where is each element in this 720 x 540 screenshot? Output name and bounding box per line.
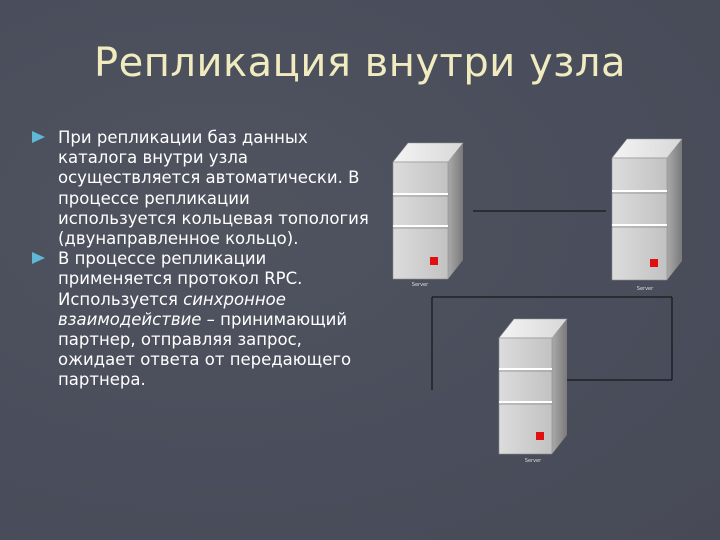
server-3-label: Server <box>525 458 542 464</box>
server-3-icon: Server <box>498 318 568 464</box>
bullet-list: При репликации баз данных каталога внутр… <box>32 128 372 391</box>
bullet-item-2: В процессе репликации применяется проток… <box>32 249 372 390</box>
server-2-status-light <box>650 259 658 267</box>
server-1-status-light <box>430 257 438 265</box>
triangle-bullet-icon <box>32 131 45 143</box>
server-1-icon: Server <box>392 142 464 288</box>
server-2-label: Server <box>637 286 654 292</box>
bullet-text-2b: принимающий партнер, отправляя запрос, о… <box>58 309 352 390</box>
bullet-text-1: При репликации баз данных каталога внутр… <box>58 128 369 249</box>
bullet-text-2-italic: синхронное взаимодействие – <box>58 289 286 329</box>
server-3-status-light <box>536 432 544 440</box>
bullet-text-2a: В процессе репликации применяется проток… <box>58 249 303 309</box>
triangle-bullet-icon <box>32 252 45 265</box>
server-1-label: Server <box>412 282 429 288</box>
server-2-icon: Server <box>611 138 683 292</box>
bullet-item-1: При репликации баз данных каталога внутр… <box>32 128 372 249</box>
slide-title: Репликация внутри узла <box>94 40 626 86</box>
